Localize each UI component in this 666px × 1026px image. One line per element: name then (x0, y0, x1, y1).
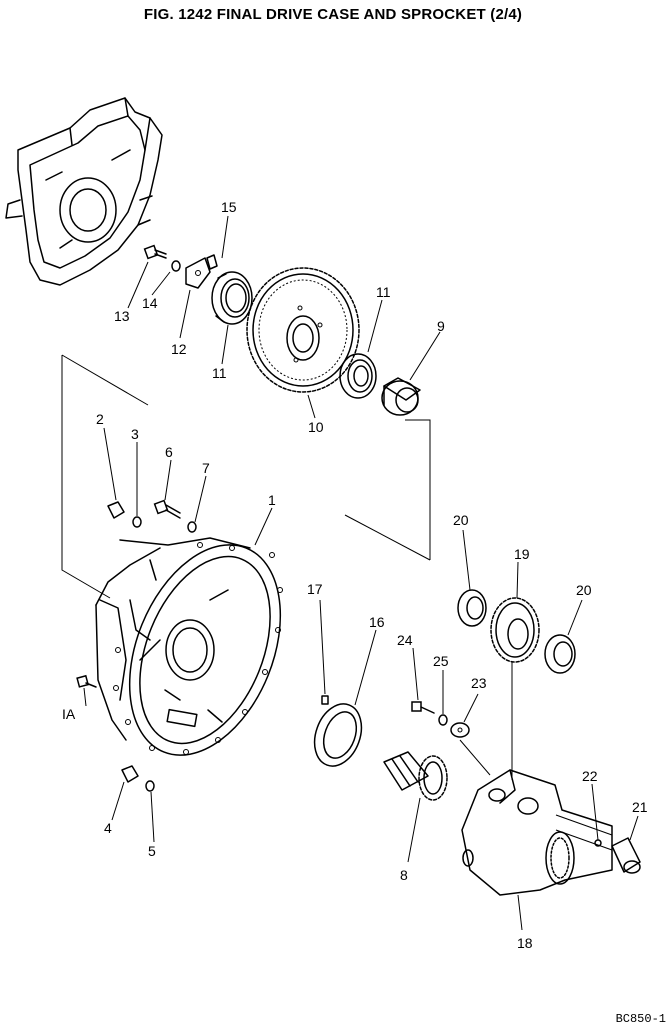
callout-9: 9 (437, 318, 445, 334)
callout-19: 19 (514, 546, 530, 562)
callout-2: 2 (96, 411, 104, 427)
callout-7: 7 (202, 460, 210, 476)
callout-12: 12 (171, 341, 187, 357)
callout-15: 15 (221, 199, 237, 215)
callout-16: 16 (369, 614, 385, 630)
callout-11-left: 11 (212, 365, 227, 381)
bolt-part-1a (76, 674, 97, 688)
o-ring-part-5 (145, 780, 155, 792)
callout-labels: 15 13 14 12 11 10 11 9 2 3 6 7 1 IA 4 5 … (62, 199, 648, 951)
bearing-part-20-right (544, 634, 576, 674)
callout-20-left: 20 (453, 512, 469, 528)
callout-13: 13 (114, 308, 130, 324)
collar-part-9 (381, 377, 421, 416)
washer-part-25 (438, 714, 448, 726)
callout-17: 17 (307, 581, 323, 597)
callout-5: 5 (148, 843, 156, 859)
callout-8: 8 (400, 867, 408, 883)
bolt-part-24 (411, 701, 435, 714)
seal-part-16 (313, 703, 363, 767)
callout-20-right: 20 (576, 582, 592, 598)
callout-21: 21 (632, 799, 648, 815)
pin-part-17 (321, 695, 329, 705)
gear-shaft-part-8 (383, 751, 448, 801)
bearing-part-20-left (457, 589, 487, 627)
sleeve-part-21 (611, 837, 641, 874)
gear-part-19 (490, 597, 540, 663)
bolt-part-6 (153, 499, 181, 519)
bearing-part-11-right (339, 353, 377, 399)
drawing-code: BC850-1 (615, 1012, 666, 1026)
callout-23: 23 (471, 675, 487, 691)
callout-25: 25 (433, 653, 449, 669)
gear-part-10 (246, 267, 360, 393)
callout-leaders (83, 215, 639, 931)
washer-part-7 (187, 521, 197, 533)
callout-18: 18 (517, 935, 533, 951)
bearing-part-11-left (211, 271, 253, 325)
callout-1a: IA (62, 706, 76, 722)
callout-22: 22 (582, 768, 598, 784)
plug-part-2 (107, 501, 125, 519)
callout-3: 3 (131, 426, 139, 442)
callout-4: 4 (104, 820, 112, 836)
final-drive-case-part-1 (95, 537, 283, 756)
lock-plate-part-12 (185, 257, 211, 289)
pin-part-15 (206, 254, 218, 270)
hub-part-18 (461, 769, 613, 896)
figure-title: FIG. 1242 FINAL DRIVE CASE AND SPROCKET … (143, 6, 523, 23)
washer-part-14 (171, 260, 181, 272)
callout-14: 14 (142, 295, 158, 311)
callout-24: 24 (397, 632, 413, 648)
plate-part-23 (450, 722, 470, 738)
plug-part-4 (121, 765, 139, 783)
bolt-part-13 (143, 244, 167, 260)
o-ring-part-3 (132, 516, 142, 528)
housing-frame (5, 97, 163, 286)
callout-6: 6 (165, 444, 173, 460)
callout-10: 10 (308, 419, 324, 435)
callout-1: 1 (268, 492, 276, 508)
callout-11-right: 11 (376, 284, 391, 300)
leader-lines (61, 354, 613, 851)
